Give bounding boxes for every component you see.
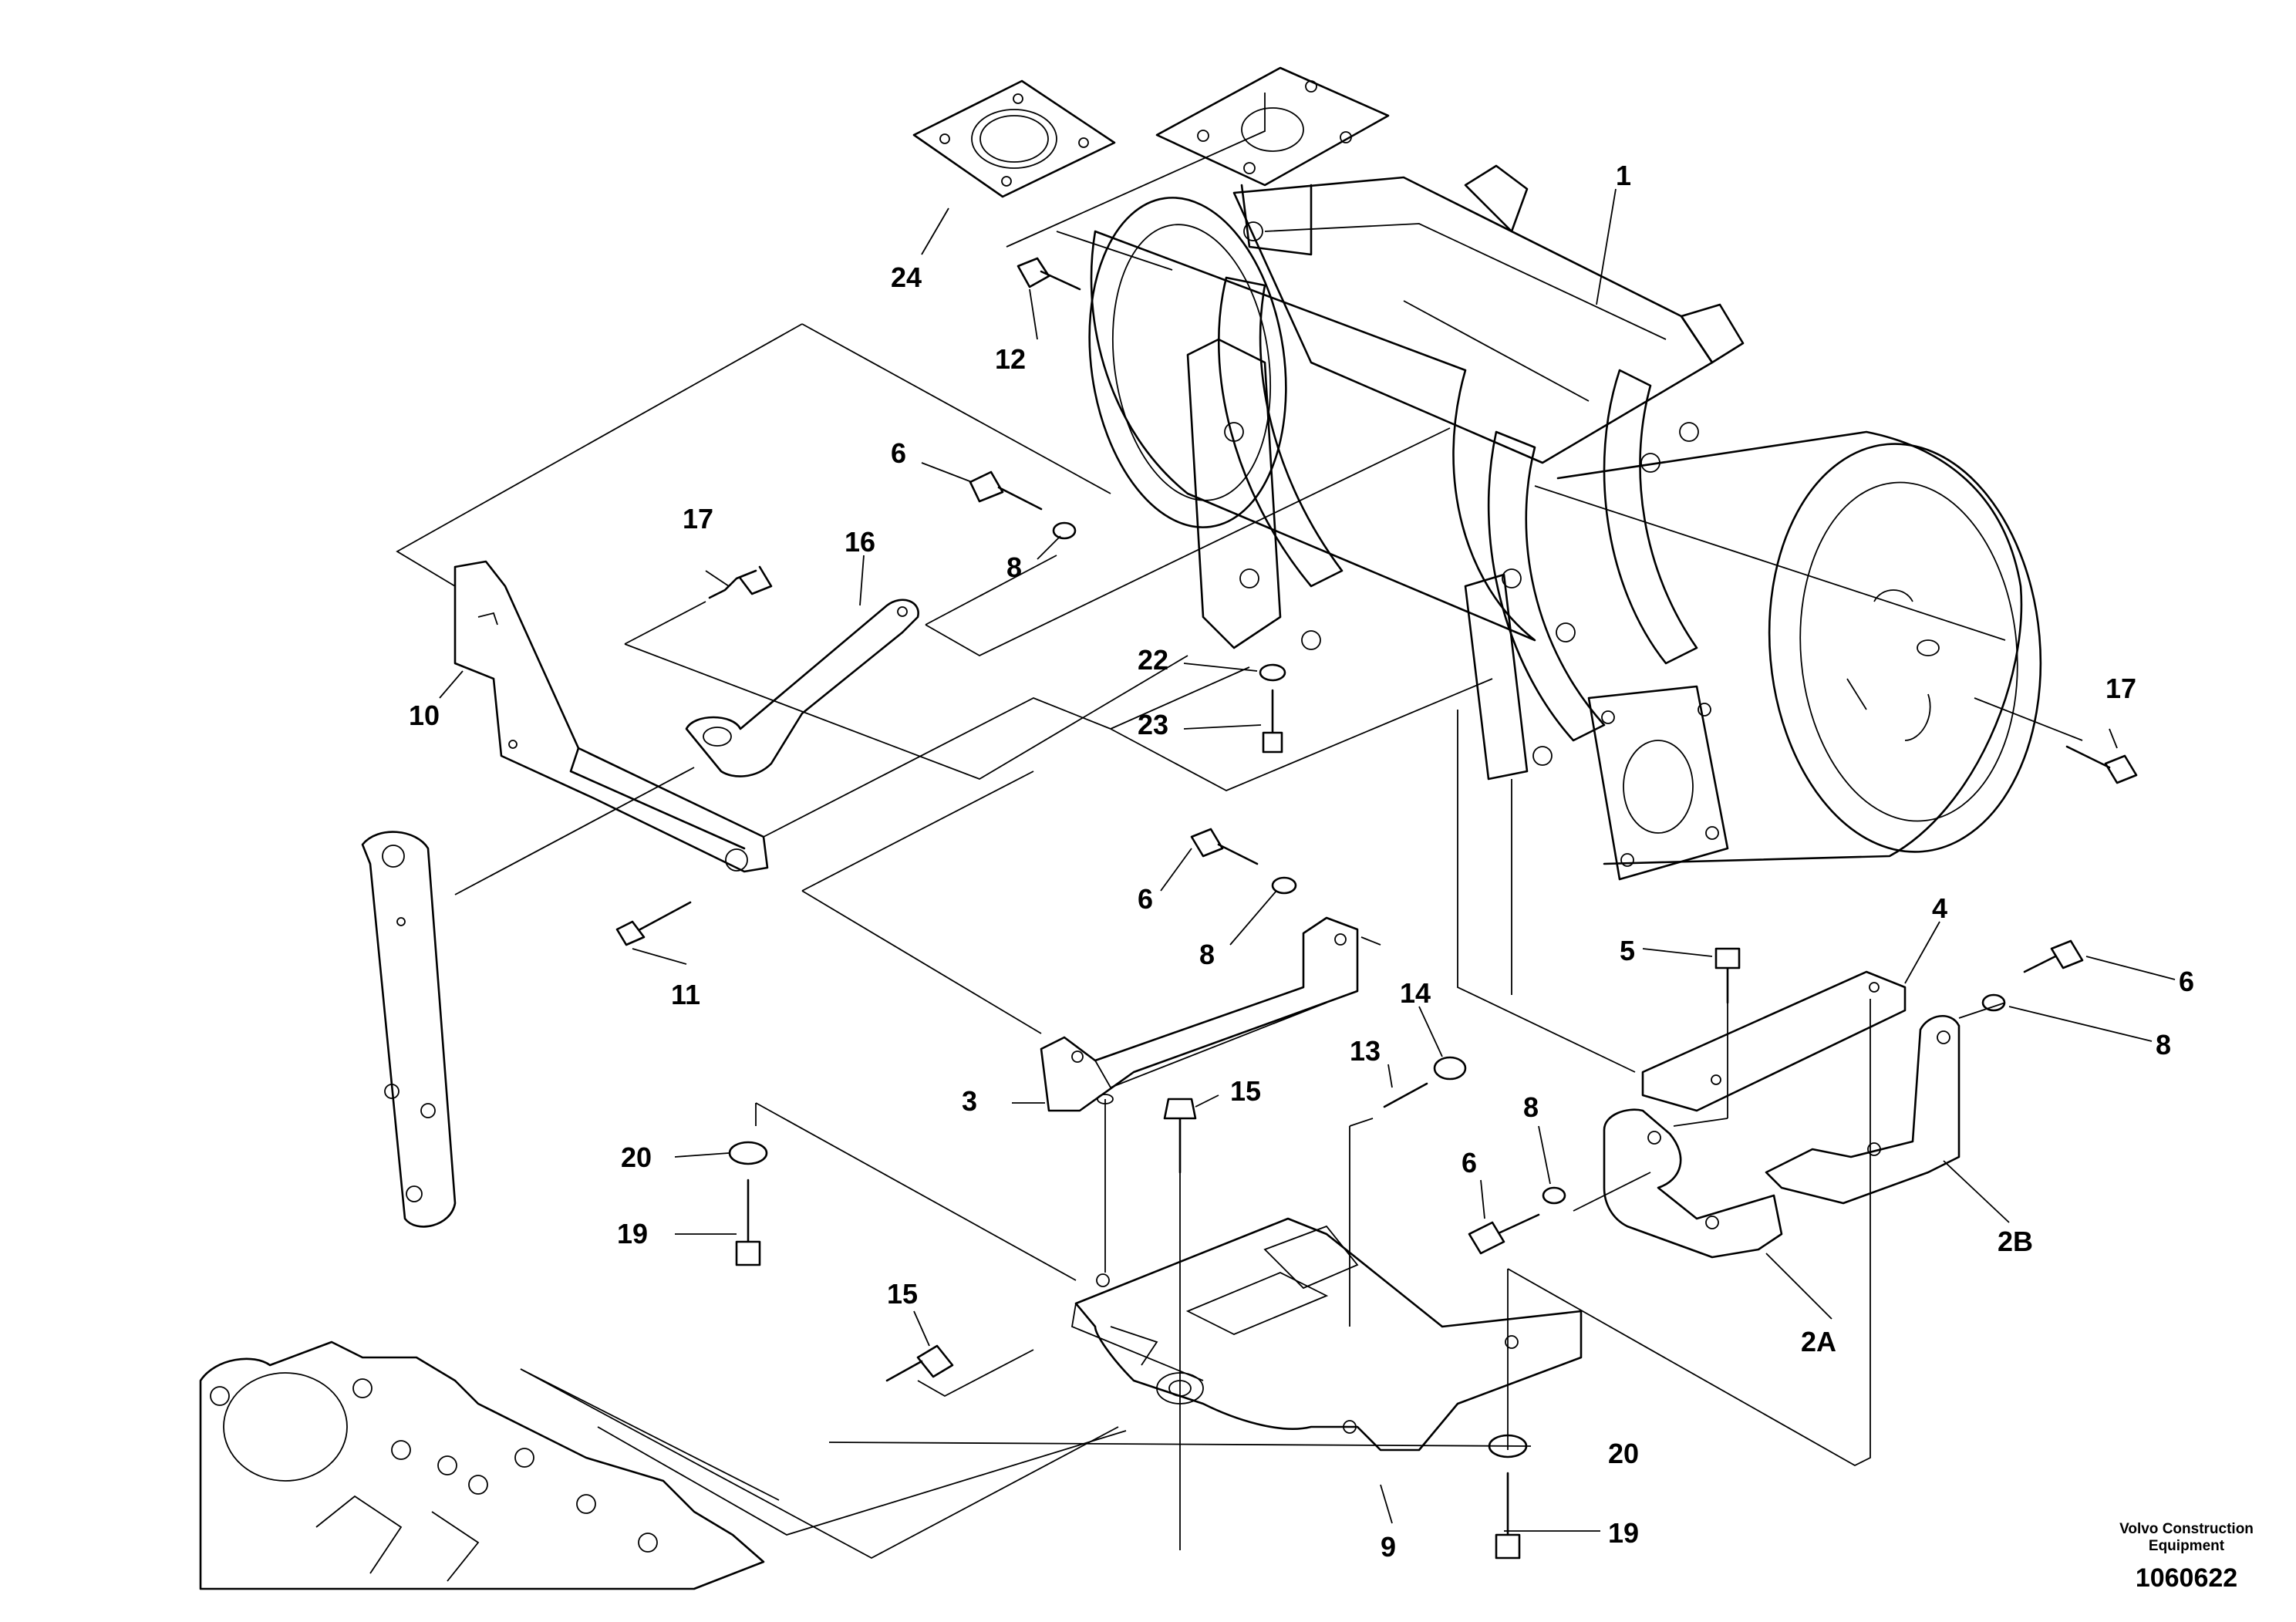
bolt-12 bbox=[1017, 257, 1081, 291]
screw-5 bbox=[1714, 947, 1741, 1004]
bolt-6-d bbox=[2023, 939, 2084, 973]
washer-20-a bbox=[728, 1141, 768, 1165]
callout-14: 14 bbox=[1400, 977, 1431, 1009]
callout-24: 24 bbox=[891, 261, 922, 293]
callout-17-b: 17 bbox=[2106, 673, 2136, 704]
stud-13 bbox=[1383, 1082, 1428, 1108]
washer-8-d bbox=[1981, 993, 2006, 1012]
brand-line-2: Equipment bbox=[2149, 1538, 2225, 1554]
bolt-11 bbox=[615, 901, 692, 946]
callout-6-b: 6 bbox=[1138, 883, 1153, 915]
bolt-19-a bbox=[735, 1179, 761, 1266]
bolt-17-a bbox=[708, 565, 773, 599]
bolt-6-b bbox=[1190, 828, 1259, 865]
bolt-6-a bbox=[969, 470, 1043, 511]
callout-15-a: 15 bbox=[1230, 1075, 1261, 1107]
bolt-15-a bbox=[1163, 1098, 1197, 1174]
brand-line-1: Volvo Construction bbox=[2119, 1521, 2254, 1537]
callout-2b: 2B bbox=[1998, 1226, 2033, 1257]
callout-6-c: 6 bbox=[1462, 1147, 1477, 1179]
bolt-17-b bbox=[2065, 745, 2138, 784]
callout-5: 5 bbox=[1620, 935, 1635, 966]
callout-20-a: 20 bbox=[621, 1141, 652, 1173]
washer-8-c bbox=[1542, 1186, 1566, 1205]
callout-23: 23 bbox=[1138, 709, 1168, 740]
bracket-2a bbox=[1603, 1108, 1783, 1259]
bolt-19-b bbox=[1495, 1472, 1521, 1560]
washer-8-b bbox=[1271, 876, 1297, 895]
washer-22 bbox=[1259, 663, 1286, 682]
callout-15-b: 15 bbox=[887, 1278, 918, 1310]
callout-16: 16 bbox=[845, 526, 875, 558]
bracket-2b bbox=[1765, 1014, 1961, 1205]
bracket-10 bbox=[453, 560, 769, 873]
housing bbox=[199, 1340, 765, 1590]
drawing-number: 1060622 bbox=[2136, 1563, 2237, 1593]
callout-labels: 1 24 12 6 8 17 16 10 22 23 17 11 6 8 3 1… bbox=[409, 160, 2194, 1563]
bolt-23 bbox=[1262, 689, 1283, 754]
bracket-4 bbox=[1641, 970, 1907, 1112]
callout-20-b: 20 bbox=[1608, 1438, 1639, 1469]
callout-6-a: 6 bbox=[891, 437, 906, 469]
callout-10: 10 bbox=[409, 700, 440, 731]
assembly-lines bbox=[396, 93, 2083, 1560]
bolt-6-c bbox=[1468, 1213, 1540, 1255]
strap-16 bbox=[685, 599, 919, 777]
callout-12: 12 bbox=[995, 343, 1026, 375]
callout-11: 11 bbox=[671, 979, 700, 1010]
callout-17-a: 17 bbox=[683, 503, 713, 534]
bracket-3 bbox=[1040, 916, 1359, 1112]
fasteners bbox=[615, 257, 2138, 1560]
callout-6-d: 6 bbox=[2179, 966, 2194, 997]
washer-8-a bbox=[1052, 521, 1077, 540]
nut-14 bbox=[1433, 1056, 1467, 1081]
bolt-15-b bbox=[885, 1344, 954, 1382]
callout-1: 1 bbox=[1616, 160, 1631, 191]
callout-19-a: 19 bbox=[617, 1218, 648, 1249]
callout-8-b: 8 bbox=[1199, 939, 1215, 970]
callout-4: 4 bbox=[1932, 892, 1947, 924]
callout-2a: 2A bbox=[1801, 1326, 1836, 1357]
callout-13: 13 bbox=[1350, 1035, 1381, 1067]
callout-3: 3 bbox=[962, 1085, 977, 1117]
callout-9: 9 bbox=[1381, 1531, 1396, 1563]
gasket bbox=[912, 79, 1116, 198]
callout-22: 22 bbox=[1138, 644, 1168, 676]
callout-19-b: 19 bbox=[1608, 1517, 1639, 1549]
aftertreatment-unit bbox=[1088, 66, 2042, 881]
mounting-plate-9 bbox=[1070, 1217, 1583, 1452]
callout-8-d: 8 bbox=[2156, 1029, 2171, 1061]
footer: Volvo Construction Equipment 1060622 bbox=[2119, 1521, 2254, 1593]
callout-leaders bbox=[439, 188, 2176, 1532]
callout-8-c: 8 bbox=[1523, 1091, 1539, 1123]
callout-8-a: 8 bbox=[1006, 551, 1022, 583]
support-plate bbox=[361, 831, 457, 1228]
